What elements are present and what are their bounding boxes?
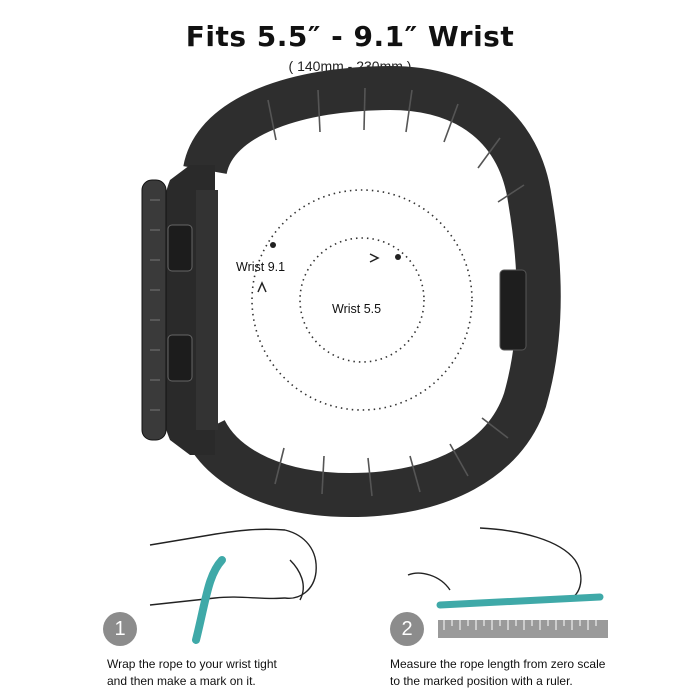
- large-circle-label: Wrist 9.1: [236, 260, 286, 274]
- ruler: [438, 620, 608, 638]
- metal-band: [183, 65, 561, 518]
- large-circle-arrow: [257, 281, 267, 293]
- step-2-line-1: Measure the rope length from zero scale: [390, 657, 606, 671]
- watch-bezel: [141, 179, 167, 441]
- page-title: Fits 5.5″ - 9.1″ Wrist: [185, 20, 515, 53]
- step-2-caption: Measure the rope length from zero scale …: [390, 656, 605, 690]
- wrist-drawing: [149, 528, 317, 606]
- rope-step1: [192, 556, 226, 644]
- small-circle-label: Wrist 5.5: [332, 302, 382, 316]
- hand-drawing: [407, 527, 582, 601]
- small-circle-arrow: [369, 253, 380, 263]
- band-links: [267, 87, 525, 497]
- step-1-line-2: and then make a mark on it.: [107, 674, 256, 688]
- bottom-crown-button: [167, 334, 193, 382]
- rope-step2: [436, 593, 604, 609]
- step-1-badge: 1: [103, 612, 137, 646]
- band-clasp: [499, 269, 527, 351]
- step-2-line-2: to the marked position with a ruler.: [390, 674, 573, 688]
- ruler-ticks: [443, 620, 597, 630]
- top-crown-button: [167, 224, 193, 272]
- step-2-badge: 2: [390, 612, 424, 646]
- watch-lug: [196, 190, 218, 430]
- step-1-line-1: Wrap the rope to your wrist tight: [107, 657, 277, 671]
- large-wrist-circle: [251, 189, 473, 411]
- bezel-teeth: [150, 199, 160, 411]
- step-1-caption: Wrap the rope to your wrist tight and th…: [107, 656, 277, 690]
- small-wrist-circle: [299, 237, 425, 363]
